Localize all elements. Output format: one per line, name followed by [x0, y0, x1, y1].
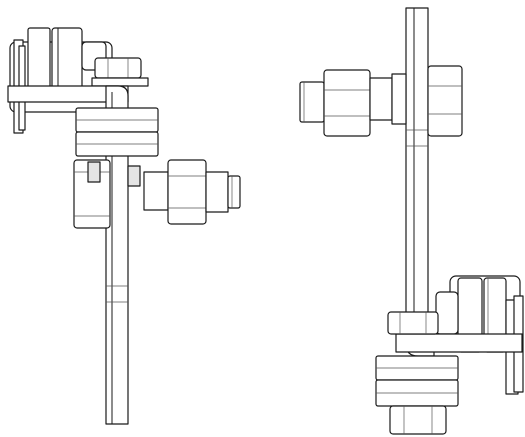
right-small-nut [387, 311, 439, 335]
left-top-nut [91, 57, 149, 87]
right-spacer-stack [375, 355, 459, 407]
left-assembly-view [7, 27, 241, 425]
left-hex-nut [73, 159, 141, 229]
right-bulkhead-nut [427, 65, 463, 137]
right-bottom-nut [389, 405, 447, 435]
right-assembly-view [299, 7, 524, 435]
right-union-fitting [299, 69, 407, 137]
left-spacer-stack [75, 107, 159, 157]
right-bracket [405, 7, 435, 357]
right-flange-plate [395, 333, 523, 353]
left-union-fitting [143, 159, 241, 225]
